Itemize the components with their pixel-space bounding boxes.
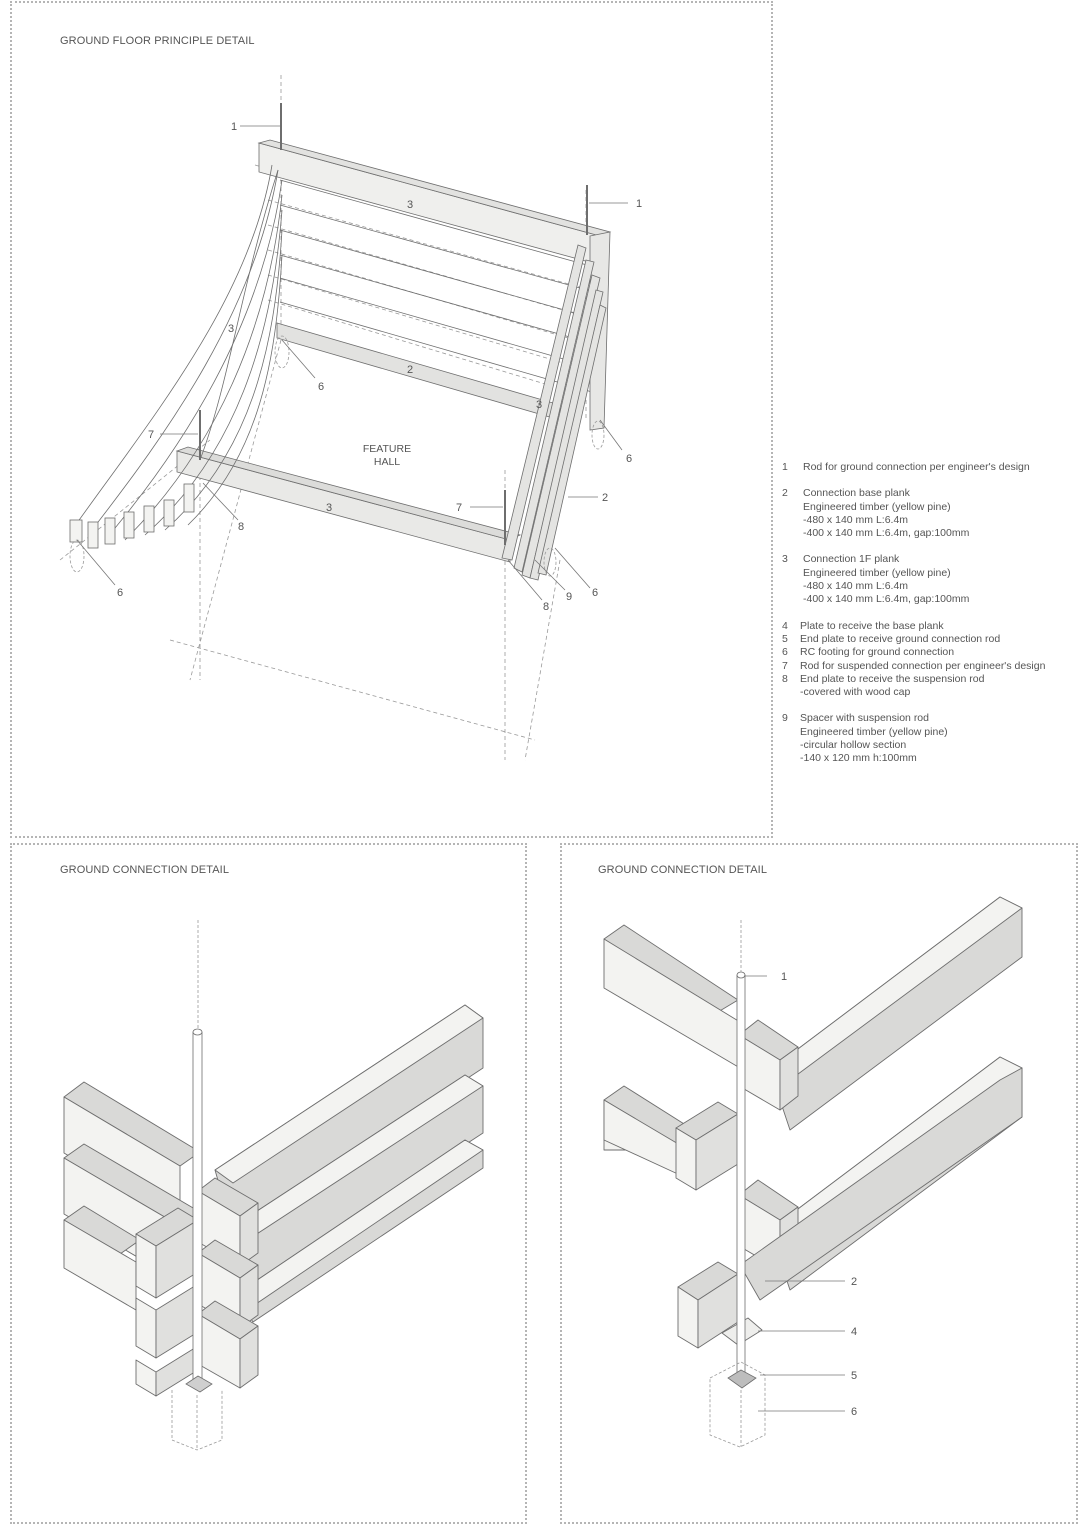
callout-9: 9 [566,591,572,603]
callout-8b: 8 [543,601,549,613]
feature-hall-label: FEATURE HALL [362,443,412,468]
detail-callout-5: 5 [851,1370,857,1382]
legend-item-7: 7 Rod for suspended connection per engin… [782,659,1046,672]
legend-item-8: 8 End plate to receive the suspension ro… [782,672,985,699]
panel-ground-floor-principle [10,1,773,838]
legend: 1 Rod for ground connection per engineer… [782,461,1082,779]
panel-ground-connection-left [10,843,527,1524]
callout-6c: 6 [592,587,598,599]
callout-3d: 3 [326,502,332,514]
callout-6a: 6 [318,381,324,393]
panel-title-bottom-left: GROUND CONNECTION DETAIL [60,864,230,876]
legend-item-4: 4 Plate to receive the base plank [782,619,944,632]
panel-ground-connection-right [560,843,1078,1524]
callout-7b: 7 [456,502,462,514]
panel-title-bottom-right: GROUND CONNECTION DETAIL [598,864,768,876]
callout-3c: 3 [536,399,542,411]
callout-3b: 3 [228,323,234,335]
legend-item-3: 3 Connection 1F plank Engineered timber … [782,553,970,606]
detail-callout-1: 1 [781,971,787,983]
callout-2b: 2 [602,492,608,504]
callout-1b: 1 [636,198,642,210]
legend-item-5: 5 End plate to receive ground connection… [782,632,1001,645]
callout-3a: 3 [407,199,413,211]
callout-6d: 6 [117,587,123,599]
detail-callout-4: 4 [851,1326,857,1338]
callout-7a: 7 [148,429,154,441]
callout-1a: 1 [231,121,237,133]
panel-title-main: GROUND FLOOR PRINCIPLE DETAIL [60,35,255,47]
detail-callout-6: 6 [851,1406,857,1418]
ground-floor-axonometric: 1 1 3 2 3 3 6 6 7 8 3 7 2 8 9 6 6 [59,75,642,761]
callout-6b: 6 [626,453,632,465]
callout-8a: 8 [238,521,244,533]
legend-item-9: 9 Spacer with suspension rod Engineered … [782,712,948,765]
legend-item-1: 1 Rod for ground connection per engineer… [782,461,1030,473]
detail-callout-2: 2 [851,1276,857,1288]
legend-item-2: 2 Connection base plank Engineered timbe… [782,487,970,540]
legend-item-6: 6 RC footing for ground connection [782,646,955,659]
callout-2a: 2 [407,364,413,376]
